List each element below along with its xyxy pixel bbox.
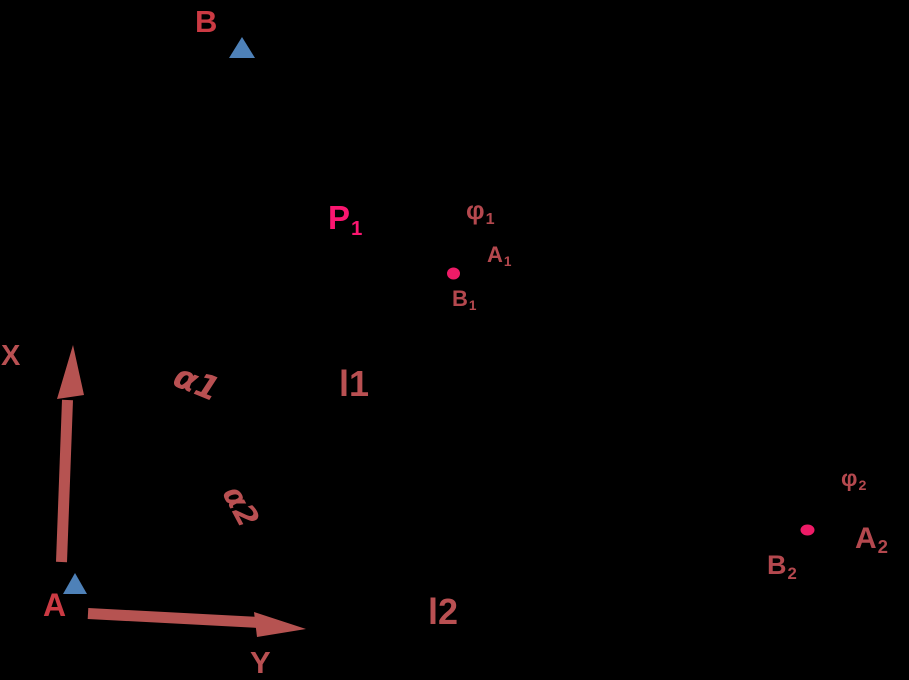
- point-b1-main: B: [452, 286, 468, 311]
- angle-phi1-main: φ: [466, 195, 485, 225]
- point-p1-subscript: 1: [351, 216, 363, 240]
- angle-phi1-subscript: 1: [485, 209, 495, 228]
- x-axis-arrow-shaft: [56, 399, 73, 563]
- line-l2-label: l2: [428, 591, 459, 632]
- point-a2-subscript: 2: [877, 536, 889, 558]
- point-a2-main: A: [855, 522, 877, 555]
- station-b-triangle-marker: [229, 37, 255, 58]
- x-axis-arrowhead-icon: [57, 345, 84, 399]
- point-p1-main: P: [328, 199, 351, 236]
- point-b2-main: B: [767, 550, 787, 580]
- y-axis-arrowhead-icon: [254, 612, 306, 637]
- angle-phi1-label: φ1: [466, 195, 495, 227]
- station-a-label: A: [43, 587, 67, 623]
- point-a1-main: A: [487, 242, 503, 267]
- y-axis-label: Y: [250, 645, 271, 680]
- point-b2-subscript: 2: [787, 563, 797, 583]
- point-a1-subscript: 1: [503, 253, 512, 269]
- point-a2-label: A2: [855, 522, 889, 558]
- angle-phi2-label: φ2: [841, 465, 866, 494]
- point-dot-1: [447, 267, 460, 280]
- point-a1-label: A1: [487, 242, 512, 269]
- point-b2-label: B2: [767, 550, 797, 582]
- point-b1-subscript: 1: [468, 297, 477, 313]
- angle-phi2-main: φ: [841, 465, 858, 491]
- station-b-label: B: [195, 4, 218, 39]
- y-axis-arrow-shaft: [87, 608, 260, 628]
- point-p1-label: P1: [328, 199, 362, 238]
- x-axis-label: X: [1, 340, 21, 372]
- point-b1-label: B1: [452, 286, 477, 313]
- line-l1-label: l1: [339, 363, 370, 404]
- station-a-triangle-marker: [63, 573, 87, 594]
- point-dot-2: [800, 524, 815, 536]
- angle-phi2-subscript: 2: [858, 477, 867, 494]
